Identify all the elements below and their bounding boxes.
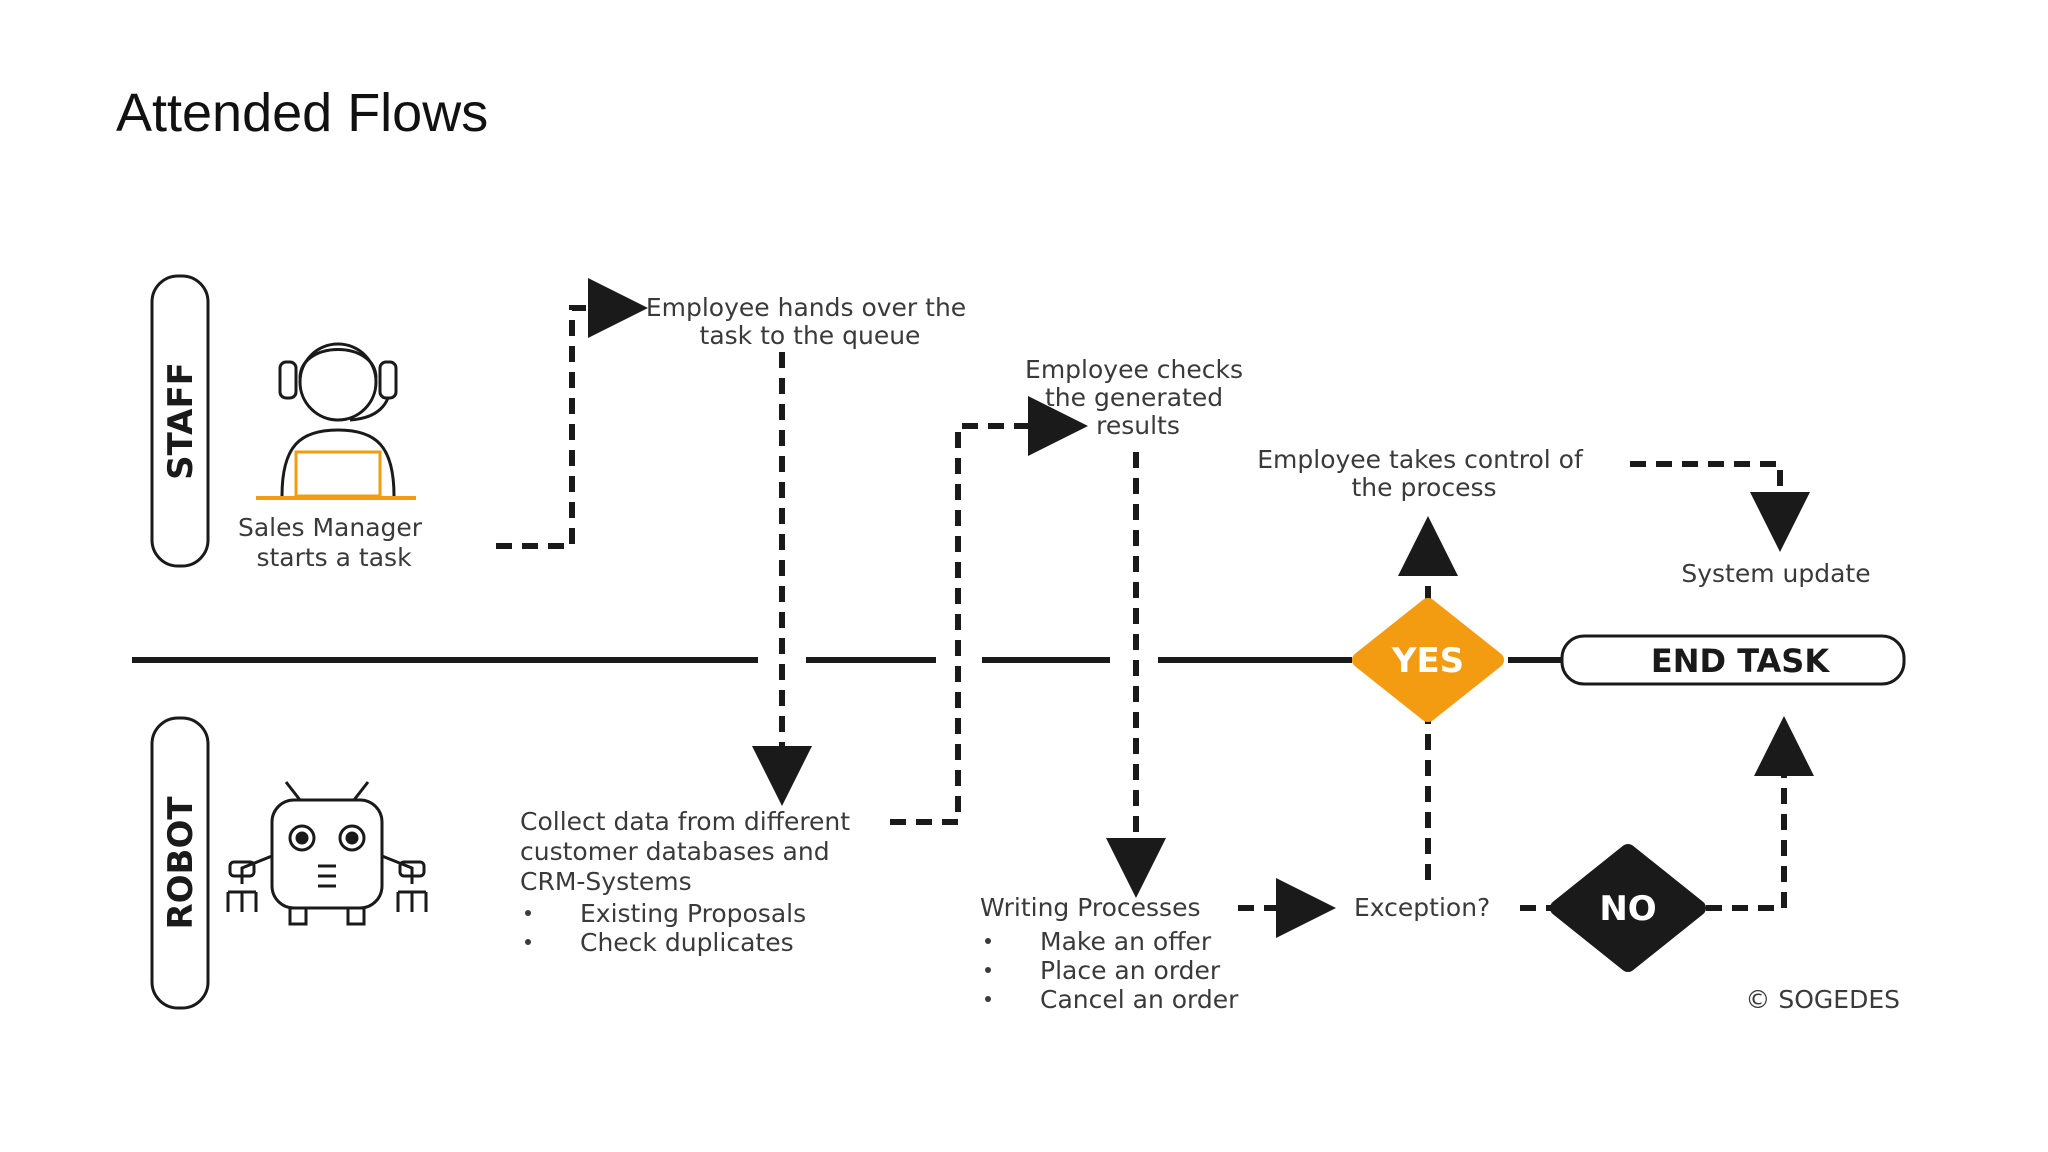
list-item: Place an order xyxy=(1040,956,1221,985)
handover-step-text: Employee hands over the task to the queu… xyxy=(646,293,974,350)
list-item: Existing Proposals xyxy=(580,899,806,928)
list-item: Make an offer xyxy=(1040,927,1212,956)
collect-bullets: Existing Proposals Check duplicates xyxy=(525,899,806,957)
yes-decision: YES xyxy=(1352,598,1504,722)
collect-step-text: Collect data from different customer dat… xyxy=(520,807,858,896)
person-with-headset-laptop-icon xyxy=(256,342,416,500)
robot-icon xyxy=(226,781,428,926)
end-task-box: END TASK xyxy=(1560,634,1906,686)
no-to-end-task-arrow xyxy=(1706,716,1814,911)
end-task-label: END TASK xyxy=(1651,642,1831,680)
no-label: NO xyxy=(1599,889,1656,929)
start-to-handover-arrow xyxy=(496,278,648,549)
start-step-text: Sales Manager starts a task xyxy=(238,513,430,572)
robot-lane-text: ROBOT xyxy=(161,796,201,930)
writing-step-title: Writing Processes xyxy=(980,893,1200,922)
check-step-text: Employee checks the generated results xyxy=(1025,355,1251,440)
robot-lane-label: ROBOT xyxy=(150,716,210,1010)
copyright-text: © SOGEDES xyxy=(1745,985,1900,1014)
system-update-text: System update xyxy=(1681,559,1870,588)
takes-control-to-system-update-arrow xyxy=(1630,461,1810,552)
collect-to-check-arrow xyxy=(890,396,1088,825)
staff-lane-label: STAFF xyxy=(150,274,210,568)
exception-question-text: Exception? xyxy=(1354,893,1490,922)
flow-connectors xyxy=(496,278,1814,938)
takes-control-step-text: Employee takes control of the process xyxy=(1257,445,1590,502)
no-decision: NO xyxy=(1550,844,1706,972)
list-item: Check duplicates xyxy=(580,928,794,957)
yes-label: YES xyxy=(1391,641,1464,681)
writing-bullets: Make an offer Place an order Cancel an o… xyxy=(985,927,1239,1014)
staff-lane-text: STAFF xyxy=(161,362,201,480)
slide-title: Attended Flows xyxy=(116,83,489,143)
list-item: Cancel an order xyxy=(1040,985,1239,1014)
